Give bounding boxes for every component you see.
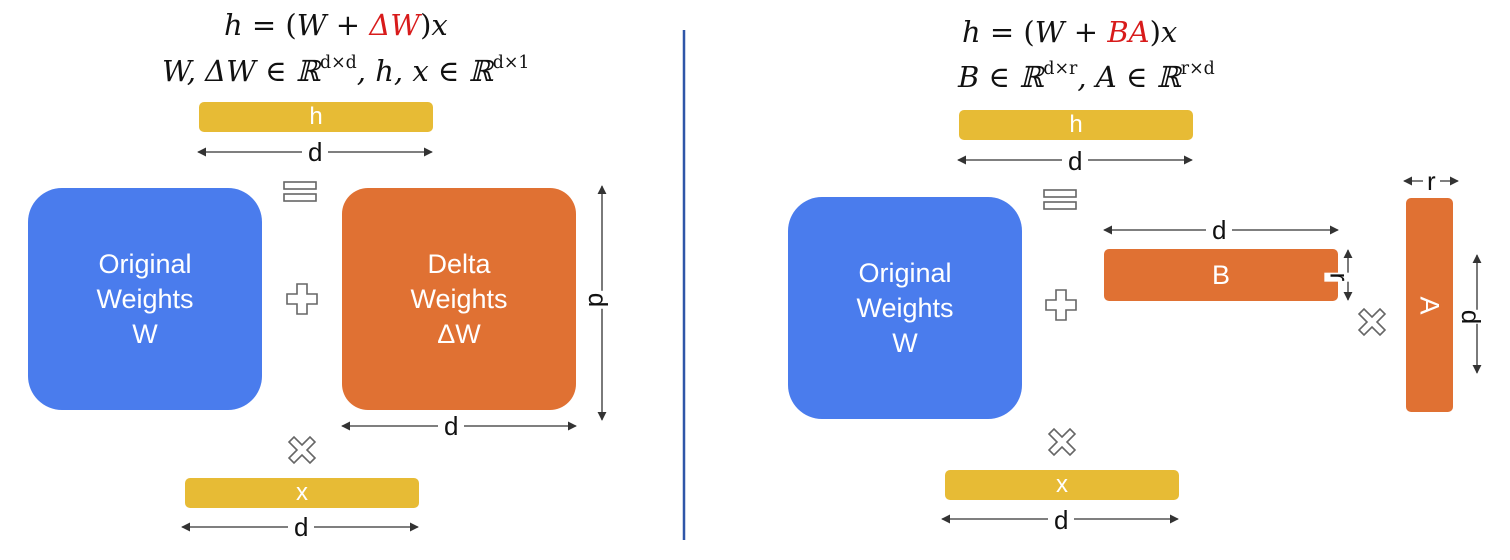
right-eq2-sup2: r×d [1180,58,1215,79]
right-multiply-icon-2 [1357,307,1387,337]
left-equals-icon [283,181,317,202]
right-x-vector: x [945,470,1179,500]
right-eq2-part1: B ∈ ℝ [958,60,1044,94]
left-eq2-sup2: d×1 [492,52,530,73]
left-delta-bottom-dim-label: d [438,413,465,439]
left-equation-1: h = (W + ΔW)x [224,8,448,42]
right-equals-icon [1043,189,1077,210]
left-original-line3: W [132,318,158,349]
left-eq1-w: W [296,8,327,42]
left-original-weights: Original Weights W [28,188,262,410]
left-x-label: x [296,479,308,506]
left-equation-2: W, ΔW ∈ ℝd×d, h, x ∈ ℝd×1 [162,52,530,88]
left-h-vector: h [199,102,433,132]
left-multiply-icon [287,435,317,465]
right-a-matrix: A [1406,198,1453,412]
right-x-dim-label: d [1048,507,1075,533]
right-a-width-dim-label: r [1423,168,1440,194]
right-h-dim-label: d [1062,148,1089,174]
right-eq1-ba: BA [1107,15,1150,49]
left-delta-line2: Weights [410,283,508,314]
left-eq2-sup1: d×d [319,52,357,73]
right-h-label: h [1069,111,1083,138]
left-delta-line1: Delta [427,248,491,279]
left-delta-side-dim-label: d [581,290,616,310]
left-eq2-part1: W, ΔW ∈ ℝ [162,54,320,88]
right-a-label: A [1414,295,1445,315]
right-h-vector: h [959,110,1193,140]
right-original-line1: Original [858,257,952,288]
left-plus-icon [286,283,318,315]
left-eq1-plus: + [326,8,370,42]
right-multiply-icon [1047,427,1077,457]
right-eq2-part2: , A ∈ ℝ [1077,60,1181,94]
right-equation-1: h = (W + BA)x [962,15,1178,49]
left-x-dim-label: d [288,514,315,540]
right-b-label: B [1211,259,1230,290]
left-x-vector: x [185,478,419,508]
right-equation-2: B ∈ ℝd×r, A ∈ ℝr×d [958,58,1215,94]
left-delta-weights: Delta Weights ΔW [342,188,576,410]
left-original-line1: Original [98,248,192,279]
right-original-line2: Weights [856,292,954,323]
right-a-height-dim-label: d [1454,309,1489,325]
left-original-line2: Weights [96,283,194,314]
left-h-label: h [309,103,323,130]
right-plus-icon [1045,289,1077,321]
left-h-dim-label: d [302,139,329,165]
right-b-height-dim-label: r [1324,272,1355,282]
right-b-matrix: B [1104,249,1338,301]
left-eq2-part2: , h, x ∈ ℝ [356,54,493,88]
right-eq2-sup1: d×r [1043,58,1078,79]
left-eq1-delta: ΔW [369,8,421,42]
right-original-weights: Original Weights W [788,197,1022,419]
right-b-width-dim-label: d [1206,217,1233,243]
right-x-label: x [1056,471,1068,498]
left-delta-line3: ΔW [437,318,481,349]
right-original-line3: W [892,327,918,358]
